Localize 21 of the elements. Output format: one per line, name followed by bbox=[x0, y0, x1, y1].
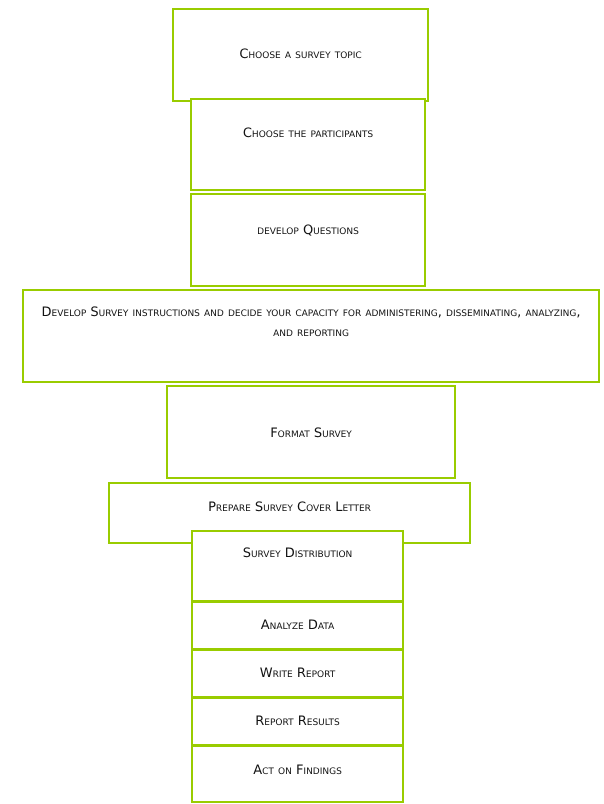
process-box bbox=[191, 530, 404, 602]
process-box bbox=[191, 649, 404, 698]
process-box bbox=[191, 697, 404, 746]
step-label: Prepare Survey Cover Letter bbox=[208, 499, 371, 517]
step-label: develop Questions bbox=[257, 222, 359, 240]
step-label: Write Report bbox=[260, 665, 336, 683]
process-box bbox=[191, 745, 404, 803]
step-label: Act on Findings bbox=[253, 762, 342, 780]
step-label: Choose the participants bbox=[242, 125, 374, 143]
process-box bbox=[190, 98, 426, 191]
process-box bbox=[166, 385, 456, 479]
step-label: Analyze Data bbox=[260, 617, 334, 635]
step-label: Develop Survey instructions and decide your capacity for administering, disseminating, analyzing, and reporting bbox=[40, 304, 582, 342]
step-label: Choose a survey topic bbox=[239, 46, 362, 64]
process-box bbox=[22, 289, 600, 383]
step-label: Report Results bbox=[255, 713, 340, 731]
process-box bbox=[190, 193, 426, 287]
step-label: Survey Distribution bbox=[242, 545, 352, 563]
process-box bbox=[172, 8, 429, 102]
step-label: Format Survey bbox=[270, 425, 352, 443]
process-box bbox=[191, 601, 404, 650]
